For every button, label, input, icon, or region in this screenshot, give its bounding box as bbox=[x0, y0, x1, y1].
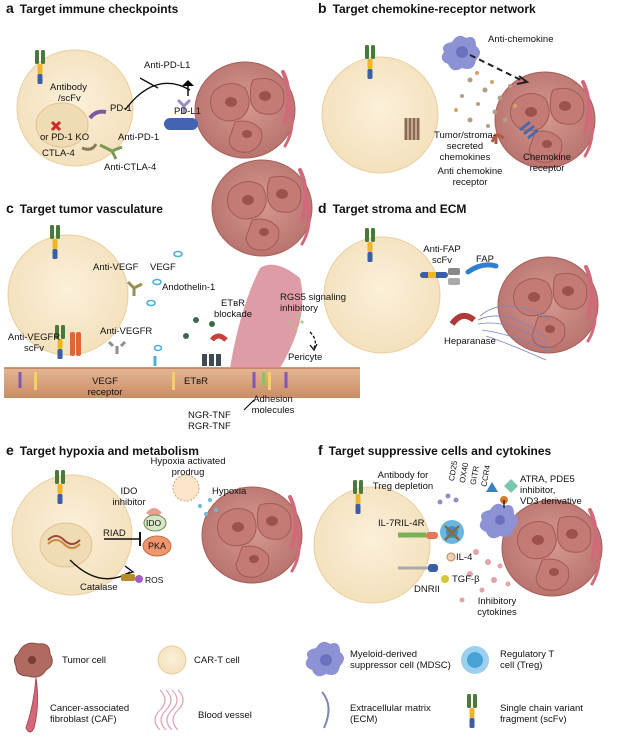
label-anti-ctla4: Anti-CTLA-4 bbox=[104, 162, 157, 173]
legend bbox=[13, 641, 489, 733]
label-pd1-ko: or PD-1 KO bbox=[40, 132, 90, 143]
label-scfv: /scFv bbox=[58, 93, 81, 104]
legend-tumor-label: Tumor cell bbox=[62, 655, 106, 666]
label-dnrii: DNRII bbox=[414, 584, 440, 595]
label-etbr: ETʙR bbox=[184, 376, 209, 387]
label-pka: PKA bbox=[148, 541, 167, 551]
label-heparanase: Heparanase bbox=[444, 336, 496, 347]
label-anti-vegfr: Anti-VEGFR bbox=[100, 326, 153, 337]
cart-cell bbox=[321, 56, 439, 174]
label-antibody: Antibody bbox=[50, 82, 87, 93]
label-ido: IDO bbox=[146, 518, 162, 528]
label-andothelin: Andothelin-1 bbox=[162, 282, 216, 293]
cart-cell bbox=[323, 236, 441, 354]
prodrug-capsule bbox=[172, 474, 200, 502]
label-pdl1: PD-L1 bbox=[174, 106, 201, 117]
panel-d bbox=[323, 228, 600, 361]
label-tgfb: TGF-β bbox=[452, 574, 480, 585]
tumor-cell bbox=[200, 485, 304, 585]
panel-b bbox=[321, 35, 597, 174]
tumor-cell bbox=[210, 158, 314, 258]
label-vegf: VEGF bbox=[150, 262, 176, 273]
label-anti-chemokine: Anti-chemokine bbox=[488, 34, 554, 45]
label-pd1: PD-1 bbox=[110, 103, 132, 114]
panel-a bbox=[16, 49, 297, 167]
legend-mdsc-icon bbox=[305, 641, 344, 677]
pdl1-receptor bbox=[164, 118, 198, 130]
label-anti-pd1: Anti-PD-1 bbox=[118, 132, 160, 143]
label-riad: RIAD bbox=[103, 528, 126, 539]
legend-scfv-icon bbox=[467, 694, 477, 728]
panel-f bbox=[313, 479, 604, 604]
legend-ecm-icon bbox=[321, 691, 330, 729]
label-hypoxia: Hypoxia bbox=[212, 486, 247, 497]
label-il7r-il4r: IL-7RIL-4R bbox=[378, 518, 425, 529]
label-ctla4: CTLA-4 bbox=[42, 148, 75, 159]
label-il4: IL-4 bbox=[456, 552, 473, 563]
knockout-x-icon bbox=[50, 120, 62, 132]
legend-tumor-icon bbox=[13, 642, 53, 678]
tumor-cell bbox=[496, 255, 600, 355]
ecm-fibers bbox=[477, 305, 553, 361]
ido-enzyme bbox=[143, 514, 167, 532]
label-catalase: Catalase bbox=[80, 582, 118, 593]
pka-enzyme bbox=[142, 535, 172, 557]
panel-c bbox=[4, 158, 360, 411]
legend-treg-icon bbox=[461, 646, 489, 674]
cart-cell bbox=[7, 234, 129, 356]
legend-vessel-icon bbox=[154, 689, 184, 731]
label-anti-vegf: Anti-VEGF bbox=[93, 262, 139, 273]
tumor-cell bbox=[193, 60, 297, 160]
mdsc-cell bbox=[441, 35, 480, 71]
heparanase bbox=[449, 312, 476, 326]
label-fap: FAP bbox=[476, 254, 494, 265]
legend-cart-icon bbox=[157, 645, 187, 675]
legend-cart-label: CAR-T cell bbox=[194, 655, 240, 666]
label-anti-pdl1: Anti-PD-L1 bbox=[144, 60, 191, 71]
label-ros: ROS bbox=[145, 575, 164, 585]
panel-e bbox=[11, 470, 304, 596]
legend-vessel-label: Blood vessel bbox=[198, 710, 252, 721]
mdsc-cell bbox=[479, 503, 518, 539]
legend-ecm-label: Extracellular matrix(ECM) bbox=[350, 703, 431, 725]
legend-caf-icon bbox=[25, 677, 39, 733]
fap-receptor bbox=[465, 262, 499, 275]
tumor-cell bbox=[500, 498, 604, 598]
label-pericyte: Pericyte bbox=[288, 352, 323, 363]
cart-cell bbox=[313, 486, 431, 604]
